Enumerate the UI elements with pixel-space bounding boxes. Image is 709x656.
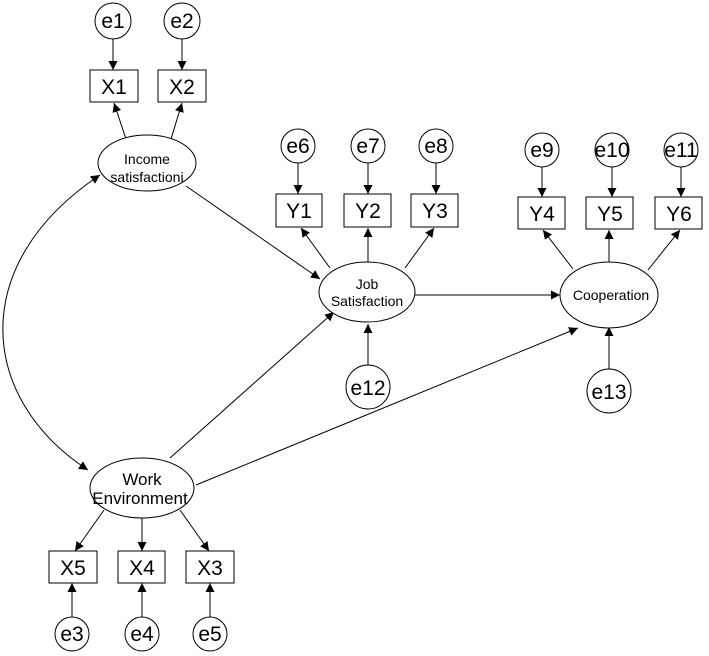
- latent-label-line2: Satisfaction: [331, 293, 403, 309]
- arrow-job-y3: [404, 227, 435, 269]
- covariance-income-work: [2, 174, 101, 471]
- arrow-job-y1: [300, 227, 331, 269]
- latent-label-line1: Income: [124, 151, 170, 167]
- error-e1: e1: [94, 2, 132, 40]
- error-label: e2: [170, 10, 193, 33]
- indicator-y4: Y4: [517, 196, 566, 230]
- indicator-label: X3: [197, 557, 223, 580]
- latent-cooperation: Cooperation: [559, 261, 659, 329]
- indicator-label: X1: [101, 76, 127, 99]
- error-label: e8: [424, 135, 447, 158]
- indicator-x1: X1: [89, 69, 139, 103]
- indicator-label: Y4: [529, 203, 555, 226]
- error-label: e9: [530, 139, 553, 162]
- error-e9: e9: [524, 132, 560, 168]
- latent-job-satisfaction: Job Satisfaction: [318, 261, 416, 323]
- error-label: e5: [198, 623, 221, 646]
- error-e7: e7: [350, 128, 386, 164]
- latent-label-line2: satisfactioni: [110, 169, 183, 185]
- indicator-x2: X2: [157, 69, 207, 103]
- arrow-cooperation-y4: [542, 229, 574, 270]
- error-e12: e12: [345, 364, 391, 410]
- path-work-to-cooperation: [195, 327, 579, 486]
- indicator-label: Y2: [355, 200, 381, 223]
- error-label: e11: [664, 139, 697, 162]
- indicator-y2: Y2: [343, 193, 392, 228]
- indicator-label: X2: [169, 76, 195, 99]
- error-label: e12: [350, 377, 385, 400]
- indicator-label: Y3: [422, 200, 448, 223]
- indicator-x4: X4: [117, 550, 166, 584]
- arrow-income-x1: [112, 102, 127, 140]
- error-e11: e11: [663, 132, 699, 168]
- indicator-label: X4: [129, 557, 155, 580]
- indicator-y1: Y1: [275, 193, 323, 228]
- arrow-work-x5: [74, 509, 105, 552]
- indicator-x5: X5: [48, 550, 98, 584]
- latent-label-line1: Job: [356, 276, 379, 292]
- error-e4: e4: [124, 616, 160, 652]
- error-e10: e10: [594, 132, 630, 168]
- latent-label: Cooperation: [573, 287, 649, 303]
- error-label: e13: [591, 381, 626, 404]
- indicator-label: Y1: [286, 200, 312, 223]
- error-label: e6: [286, 135, 309, 158]
- path-work-to-job: [169, 311, 335, 459]
- error-e5: e5: [192, 616, 228, 652]
- error-label: e7: [356, 135, 379, 158]
- indicator-y3: Y3: [410, 193, 459, 228]
- indicator-y5: Y5: [585, 196, 634, 230]
- error-label: e1: [101, 10, 124, 33]
- indicator-label: Y5: [597, 203, 623, 226]
- error-label: e4: [130, 623, 154, 646]
- latent-label-line1: Work: [122, 470, 162, 489]
- error-e6: e6: [280, 128, 316, 164]
- indicator-y6: Y6: [654, 196, 703, 230]
- indicator-x3: X3: [185, 550, 235, 584]
- latent-income-satisfaction: Income satisfactioni: [97, 134, 197, 192]
- indicator-label: X5: [60, 557, 86, 580]
- latent-label-line2: Environment: [92, 489, 188, 508]
- arrow-cooperation-y6: [647, 229, 681, 271]
- error-label: e10: [594, 139, 629, 162]
- indicator-label: Y6: [666, 203, 692, 226]
- error-e2: e2: [163, 2, 201, 40]
- arrow-work-x3: [179, 509, 210, 552]
- latent-work-environment: Work Environment: [89, 457, 195, 519]
- arrow-income-x2: [170, 102, 184, 140]
- error-label: e3: [60, 623, 83, 646]
- error-e8: e8: [418, 128, 454, 164]
- error-e13: e13: [586, 368, 632, 414]
- path-income-to-job: [185, 185, 321, 280]
- error-e3: e3: [54, 616, 90, 652]
